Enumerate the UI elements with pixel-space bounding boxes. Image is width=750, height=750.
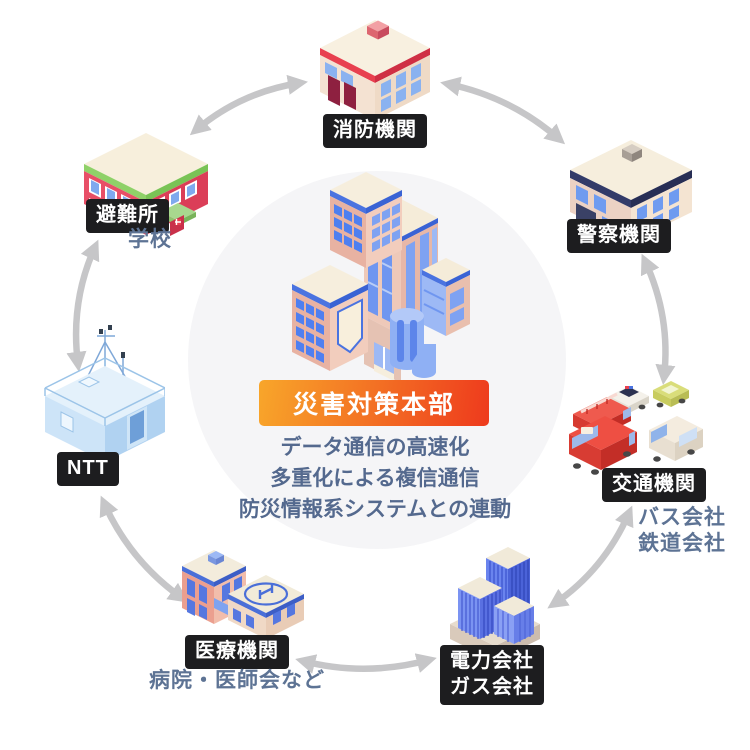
power-company-building [438,546,553,661]
arrow-fire-police [440,76,566,145]
transport-label-text: 交通機関 [612,473,696,495]
transport-sub-label: バス会社 鉄道会社 [638,505,726,557]
shelter-label: 避難所 [86,199,169,233]
transport-sub-line: バス会社 [638,506,726,529]
fire-label-text: 消防機関 [333,119,417,141]
transport-label: 交通機関 [602,468,706,502]
hq-feature-line: データ通信の高速化 [280,436,470,459]
ntt-building [35,320,166,466]
hq-feature-list: データ通信の高速化 多重化による複信通信 防災情報系システムとの連動 [239,432,511,525]
police-label: 警察機関 [567,219,671,253]
police-label-text: 警察機関 [577,224,661,246]
medical-label-text: 医療機関 [195,640,279,662]
hq-label: 災害対策本部 [259,380,489,426]
power-label-line: ガス会社 [450,676,534,698]
ntt-label: NTT [57,452,119,486]
medical-sub-label: 病院・医師会など [149,668,325,694]
hq-feature-line: 多重化による複信通信 [270,467,480,490]
hq-feature-line: 防災情報系システムとの連動 [238,498,512,521]
arrow-police-transport [640,253,676,386]
fire-label: 消防機関 [323,114,427,148]
medical-building [170,538,312,648]
ntt-label-text: NTT [67,457,109,479]
fire-station-building [308,12,442,124]
arrow-shelter-fire [189,74,308,136]
transport-sub-line: 鉄道会社 [638,532,726,555]
medical-label: 医療機関 [185,635,289,669]
arrow-transport-power [547,505,634,609]
hq-building-illustration [274,166,476,384]
power-label-line: 電力会社 [450,650,534,672]
shelter-sub-text: 学校 [128,228,172,251]
shelter-label-text: 避難所 [96,204,159,226]
transport-vehicles [565,378,715,480]
power-label: 電力会社 ガス会社 [440,645,544,705]
shelter-sub-label: 学校 [128,227,172,253]
medical-sub-text: 病院・医師会など [149,669,325,692]
hq-label-text: 災害対策本部 [292,391,455,419]
